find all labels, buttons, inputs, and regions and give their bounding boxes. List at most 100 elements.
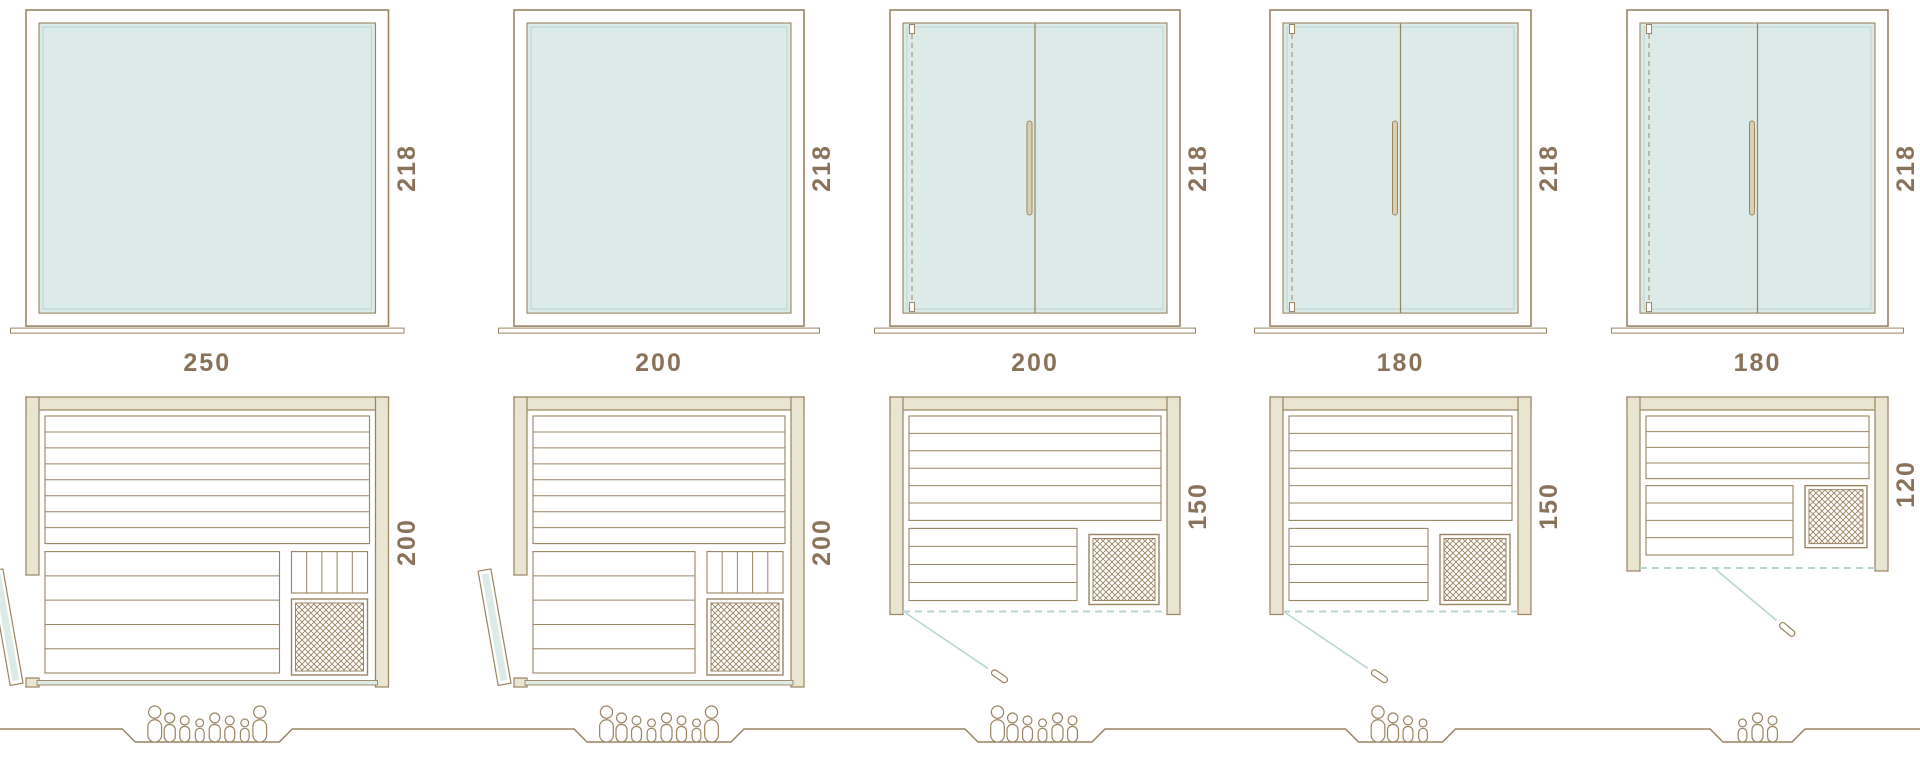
floor-plan: 150 — [1234, 394, 1605, 695]
front-elevation: 218 — [1611, 8, 1920, 336]
wall — [513, 396, 528, 576]
height-dimension-label: 218 — [1184, 144, 1212, 192]
front-elevation-drawing — [1254, 9, 1547, 334]
door-handle-bar — [1026, 120, 1033, 216]
door-handle — [1779, 622, 1796, 637]
person-icon — [599, 705, 614, 743]
width-dimension-label: 250 — [183, 349, 232, 378]
front-elevation: 218 — [874, 8, 1254, 336]
hinge-bottom — [1289, 302, 1295, 313]
width-dimension-label: 180 — [1376, 349, 1425, 378]
person-icon — [660, 712, 673, 743]
wall — [1517, 396, 1532, 616]
wall — [790, 396, 805, 688]
door-swing — [1284, 611, 1389, 684]
upper-bench-slats — [44, 415, 371, 545]
person-icon — [615, 712, 628, 743]
depth-dimension-label: 200 — [392, 518, 421, 566]
front-elevation-drawing — [874, 9, 1196, 334]
width-dimension-label: 180 — [1733, 349, 1782, 378]
sauna-column-3: 218 200 150 — [874, 8, 1254, 695]
person-icon — [1751, 712, 1764, 743]
door-swing — [1714, 568, 1796, 637]
floor-sill — [1254, 327, 1547, 334]
lower-bench-slats — [44, 551, 281, 674]
capacity-group-4 — [1370, 705, 1428, 743]
person-icon — [691, 718, 702, 743]
sauna-column-4: 218 180 150 — [1254, 8, 1605, 695]
sauna-column-1: 218 250 200 — [0, 8, 463, 699]
front-elevation-drawing — [1611, 9, 1904, 334]
front-elevation-drawing — [498, 9, 820, 334]
door-edge — [1714, 568, 1777, 622]
person-icon — [1386, 712, 1400, 743]
person-icon — [704, 705, 719, 743]
height-dimension-label: 218 — [392, 144, 421, 192]
wall — [1626, 396, 1889, 411]
person-icon — [1766, 715, 1779, 743]
person-icon — [1737, 718, 1748, 743]
floor-sill — [498, 327, 820, 334]
front-elevation: 218 — [1254, 8, 1605, 336]
hinge-top — [1646, 24, 1652, 34]
person-icon — [208, 712, 221, 743]
door-edge — [1284, 611, 1369, 670]
upper-bench-slats — [1645, 415, 1870, 480]
wall — [374, 396, 390, 688]
hinge-bottom — [1646, 302, 1652, 313]
person-icon — [646, 718, 657, 743]
heater — [1088, 533, 1160, 606]
person-icon — [1037, 718, 1048, 743]
door-handle — [1370, 669, 1389, 684]
wall — [889, 396, 1181, 411]
height-dimension-label: 218 — [808, 144, 836, 192]
lower-bench-slats — [908, 527, 1078, 602]
person-icon — [1402, 715, 1414, 743]
ground-line — [0, 728, 1920, 743]
door-leaf-glass — [481, 573, 508, 682]
width-dimension-label: 200 — [635, 349, 683, 378]
wall — [889, 396, 904, 616]
person-icon — [179, 715, 191, 743]
floor-plan: 150 — [854, 394, 1254, 695]
wall — [513, 396, 805, 411]
door-handle-bar — [1392, 120, 1398, 216]
ground-line-and-capacity-figures — [0, 705, 1920, 743]
sauna-column-2: 218 200 200 — [477, 8, 878, 699]
floor-plan: 200 — [0, 394, 463, 699]
floor-plan-drawing — [1269, 396, 1532, 684]
front-elevation-drawing — [10, 9, 405, 334]
wall — [25, 396, 390, 411]
floor-sill — [10, 327, 405, 334]
floor-plan-drawing — [889, 396, 1181, 684]
heater-guard-slats — [290, 551, 369, 594]
capacity-group-2 — [599, 705, 719, 743]
lower-bench-slats — [1288, 527, 1429, 602]
person-icon — [1370, 705, 1386, 743]
person-icon — [1051, 712, 1064, 743]
floor-sill — [1611, 327, 1904, 334]
depth-dimension-label: 150 — [1184, 481, 1212, 530]
door-leaf-glass — [0, 573, 20, 682]
hinge-top — [909, 24, 915, 34]
sauna-column-5: 218 180 120 — [1611, 8, 1920, 651]
floor-plan-drawing — [1626, 396, 1889, 637]
glass-panel — [526, 22, 792, 314]
wall — [1626, 396, 1641, 572]
person-icon — [224, 715, 236, 743]
front-elevation: 218 — [498, 8, 878, 336]
floor-plan: 120 — [1591, 394, 1920, 651]
door-swing — [904, 611, 1009, 684]
wall — [1874, 396, 1889, 572]
door-handle-bar — [1749, 120, 1755, 216]
upper-bench-slats — [908, 415, 1162, 522]
wall — [1269, 396, 1284, 616]
hinge-top — [1289, 24, 1295, 34]
front-elevation: 218 — [10, 8, 463, 336]
person-icon — [990, 705, 1005, 743]
heater — [1439, 533, 1511, 606]
person-icon — [239, 718, 250, 743]
hinge-bottom — [909, 302, 915, 313]
depth-dimension-label: 150 — [1535, 481, 1563, 530]
heater — [290, 598, 369, 676]
